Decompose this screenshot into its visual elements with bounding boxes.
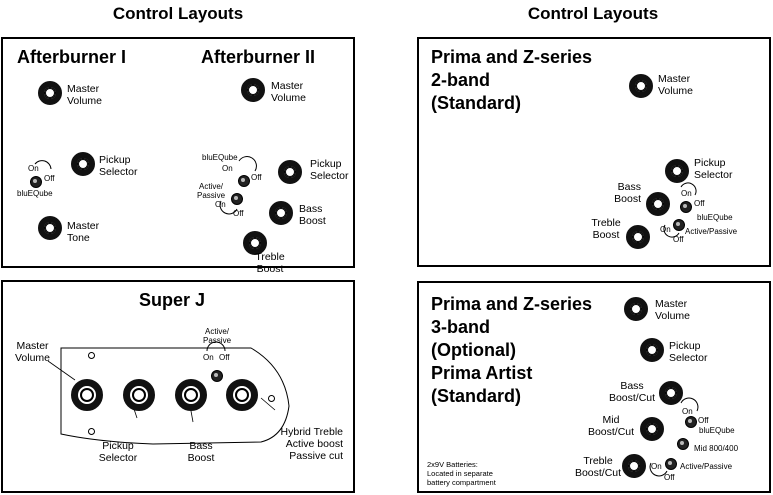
afterburner-i-title: Afterburner I bbox=[17, 47, 127, 67]
p3-off-1: Off bbox=[698, 416, 709, 425]
p3-treble-boost-cut-knob[interactable] bbox=[622, 454, 646, 478]
sj-off: Off bbox=[219, 353, 230, 362]
p2-master-volume-knob[interactable] bbox=[629, 74, 653, 98]
left-header: Control Layouts bbox=[112, 4, 244, 23]
p3-mid-switch[interactable] bbox=[677, 438, 689, 450]
ab1-pickup-selector-knob[interactable] bbox=[71, 152, 95, 176]
sj-hybrid-treble-knob[interactable] bbox=[226, 379, 258, 411]
ab2-pickup-selector-knob[interactable] bbox=[278, 160, 302, 184]
p2-active-passive-switch[interactable] bbox=[673, 219, 685, 231]
p3-pickup-selector-knob[interactable] bbox=[640, 338, 664, 362]
p3-bluequbelabel: bluEQube bbox=[699, 426, 735, 435]
p2-pickup-selector-knob[interactable] bbox=[665, 159, 689, 183]
p3-active-passive-switch[interactable] bbox=[665, 458, 677, 470]
p2-active-passive: Active/Passive bbox=[685, 227, 738, 236]
sj-active-passive-switch[interactable] bbox=[211, 370, 223, 382]
afterburner-switch-arrows bbox=[34, 156, 257, 215]
sj-active-passive: Active/Passive bbox=[203, 327, 232, 345]
ab2-blue-off: Off bbox=[251, 173, 262, 182]
sj-screw-2 bbox=[88, 428, 95, 435]
sj-bass-boost-knob[interactable] bbox=[175, 379, 207, 411]
ab2-bass-boost-knob[interactable] bbox=[269, 201, 293, 225]
p2-bass-boost-knob[interactable] bbox=[646, 192, 670, 216]
afterburner-ii-title: Afterburner II bbox=[201, 47, 316, 67]
prima-2band-switch-arrows bbox=[663, 182, 697, 238]
p2-on-1: On bbox=[681, 189, 692, 198]
ab2-master-volume-knob[interactable] bbox=[241, 78, 265, 102]
super-j-title: Super J bbox=[139, 290, 206, 310]
p3-bluequbeswitch[interactable] bbox=[685, 416, 697, 428]
sj-pickup-selector-knob[interactable] bbox=[123, 379, 155, 411]
ab2-active-passive-switch[interactable] bbox=[231, 193, 243, 205]
p3-mid-boost-cut-knob[interactable] bbox=[640, 417, 664, 441]
ab1-master-tone-knob[interactable] bbox=[38, 216, 62, 240]
ab2-treble-boost-knob[interactable] bbox=[243, 231, 267, 255]
p3-on-2: On bbox=[651, 462, 662, 471]
sj-screw-3 bbox=[268, 395, 275, 402]
p3-mid-800-400: Mid 800/400 bbox=[694, 444, 739, 453]
p3-master-volume-knob[interactable] bbox=[624, 297, 648, 321]
p3-active-passive: Active/Passive bbox=[680, 462, 733, 471]
sj-on: On bbox=[203, 353, 214, 362]
ab1-bluequbeswitch[interactable] bbox=[30, 176, 42, 188]
p2-on-2: On bbox=[660, 225, 671, 234]
p2-bluequbelabel: bluEQube bbox=[697, 213, 733, 222]
ab1-switch-name: bluEQube bbox=[17, 189, 53, 198]
p2-treble-boost-knob[interactable] bbox=[626, 225, 650, 249]
ab1-master-volume-knob[interactable] bbox=[38, 81, 62, 105]
right-header: Control Layouts bbox=[527, 4, 659, 23]
sj-screw-1 bbox=[88, 352, 95, 359]
ab2-ap-off: Off bbox=[233, 209, 244, 218]
prima-3band-switch-arrows bbox=[649, 397, 699, 477]
p3-off-2: Off bbox=[664, 473, 675, 482]
p2-off-1: Off bbox=[694, 199, 705, 208]
ab2-ap-on: On bbox=[215, 200, 226, 209]
ab2-active-passive: Active/Passive bbox=[197, 182, 226, 200]
ab2-bluequbeswitch[interactable] bbox=[238, 175, 250, 187]
ab1-switch-on: On bbox=[28, 164, 39, 173]
ab2-blue-on: On bbox=[222, 164, 233, 173]
p3-on-1: On bbox=[682, 407, 693, 416]
ab1-switch-off: Off bbox=[44, 174, 55, 183]
sj-master-volume-knob[interactable] bbox=[71, 379, 103, 411]
p2-bluequbeswitch[interactable] bbox=[680, 201, 692, 213]
ab2-bluequbelabel: bluEQube bbox=[202, 153, 238, 162]
p2-off-2: Off bbox=[673, 235, 684, 244]
p3-bass-boost-cut-knob[interactable] bbox=[659, 381, 683, 405]
